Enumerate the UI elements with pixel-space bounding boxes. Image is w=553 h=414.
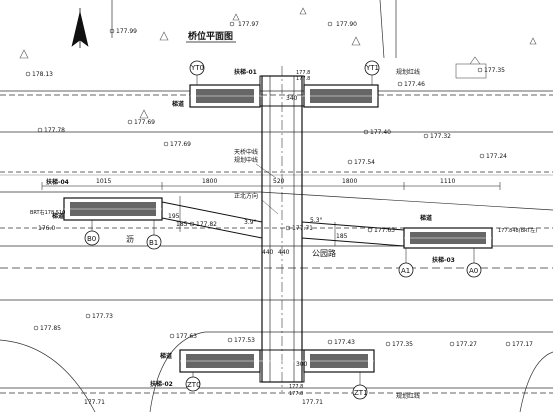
tree-symbols (19, 7, 537, 216)
axis-label-zt0: ZT0 (187, 381, 201, 389)
angle-left: 3.9° (244, 219, 257, 226)
dim-300: 300 (296, 361, 308, 368)
elevation: 177.71 (302, 399, 323, 406)
elevation-markers (25, 21, 511, 347)
elevation: 177.35 (484, 67, 505, 74)
dim-185-b: 185 (336, 233, 348, 240)
elevation: 177.63 (374, 227, 395, 234)
label-escalator-03: 扶梯-03 (432, 256, 455, 264)
elevation: 177.35 (392, 341, 413, 348)
label-ramp-4: 梯道 (52, 212, 64, 220)
axis-label-yt0: YT0 (190, 64, 204, 72)
label-escalator-04: 扶梯-04 (46, 178, 69, 186)
escalator-01 (189, 84, 379, 108)
elevation: 177.17 (512, 341, 533, 348)
dim-520: 520 (273, 178, 285, 185)
note-178-top-a: 177.8 (296, 70, 310, 76)
elevation: 177.71 (84, 399, 105, 406)
axis-label-a0: A0 (469, 267, 478, 275)
dim-1800-left: 1800 (202, 178, 217, 185)
planning-center-label: 规划中线 (234, 156, 258, 164)
escalator-02 (179, 349, 375, 373)
dim-1110: 1110 (440, 178, 455, 185)
axis-label-b1: B1 (149, 239, 158, 247)
elevation: 177.85 (40, 325, 61, 332)
escalator-03 (403, 227, 493, 249)
elevation: 177.69 (134, 119, 155, 126)
dim-440-a: 440 (262, 249, 274, 256)
elevation: 177.54 (354, 159, 375, 166)
elevation: 177.43 (334, 339, 355, 346)
elevation: 177.40 (370, 129, 391, 136)
dim-340: 340 (286, 95, 298, 102)
elevation: 177.27 (456, 341, 477, 348)
elevation: 177.97 (238, 21, 259, 28)
dim-1015: 1015 (96, 178, 111, 185)
note-brt-right: BRT右178.510 (30, 209, 65, 216)
elevation: 177.24 (486, 153, 507, 160)
dimension-line (41, 182, 501, 190)
note-178-top-b: 177.8 (296, 76, 310, 82)
label-ramp-2: 梯道 (160, 352, 172, 360)
elevation: 177.32 (430, 133, 451, 140)
elevation: 177.63 (176, 333, 197, 340)
road-name-prefix: 沥 (126, 235, 134, 244)
elevation: 177.69 (170, 141, 191, 148)
note-brt-left: 177.848(BRT左) (498, 227, 537, 234)
elevation: 176.0 (38, 225, 55, 232)
axis-label-yt1: YT1 (365, 64, 379, 72)
north-arrow-icon (71, 8, 89, 48)
elevation: 177.71 (292, 225, 313, 232)
axis-label-a1: A1 (401, 267, 410, 275)
note-178-bottom-a: 177.8 (289, 384, 303, 390)
elevation: 178.13 (32, 71, 53, 78)
dim-185-a: 185 (176, 221, 188, 228)
red-line-label-bottom: 规划红线 (396, 392, 420, 400)
escalator-04 (63, 197, 163, 221)
elevation: 177.90 (336, 21, 357, 28)
dim-1800-right: 1800 (342, 178, 357, 185)
road-name: 公园路 (312, 248, 336, 258)
spot-elevations: 177.99 177.97 177.90 178.13 177.46 177.3… (32, 21, 533, 406)
north-direction-label: 正北方向 (234, 192, 258, 200)
axis-bubbles (84, 60, 482, 400)
dim-440-b: 440 (278, 249, 290, 256)
label-escalator-01: 扶梯-01 (234, 68, 257, 76)
label-escalator-02: 扶梯-02 (150, 380, 173, 388)
axis-label-zt1: ZT1 (354, 389, 368, 397)
elevation: 177.46 (404, 81, 425, 88)
elevation: 177.78 (44, 127, 65, 134)
label-ramp-1: 梯道 (172, 100, 184, 108)
plan-title: 桥位平面图 (188, 30, 233, 42)
note-178-bottom-b: 177.8 (289, 391, 303, 397)
red-line-label-top: 规划红线 (396, 68, 420, 76)
bridge-center-label: 天桥中线 (234, 148, 258, 156)
elevation: 177.99 (116, 28, 137, 35)
approach-spans (161, 196, 405, 247)
dim-195: 195 (168, 213, 180, 220)
axis-label-b0: B0 (87, 235, 96, 243)
elevation: 177.82 (196, 221, 217, 228)
axis-leaders (91, 75, 475, 385)
angle-right: 5.3° (310, 217, 323, 224)
elevation: 177.53 (234, 337, 255, 344)
label-ramp-3: 梯道 (420, 214, 432, 222)
elevation: 177.73 (92, 313, 113, 320)
